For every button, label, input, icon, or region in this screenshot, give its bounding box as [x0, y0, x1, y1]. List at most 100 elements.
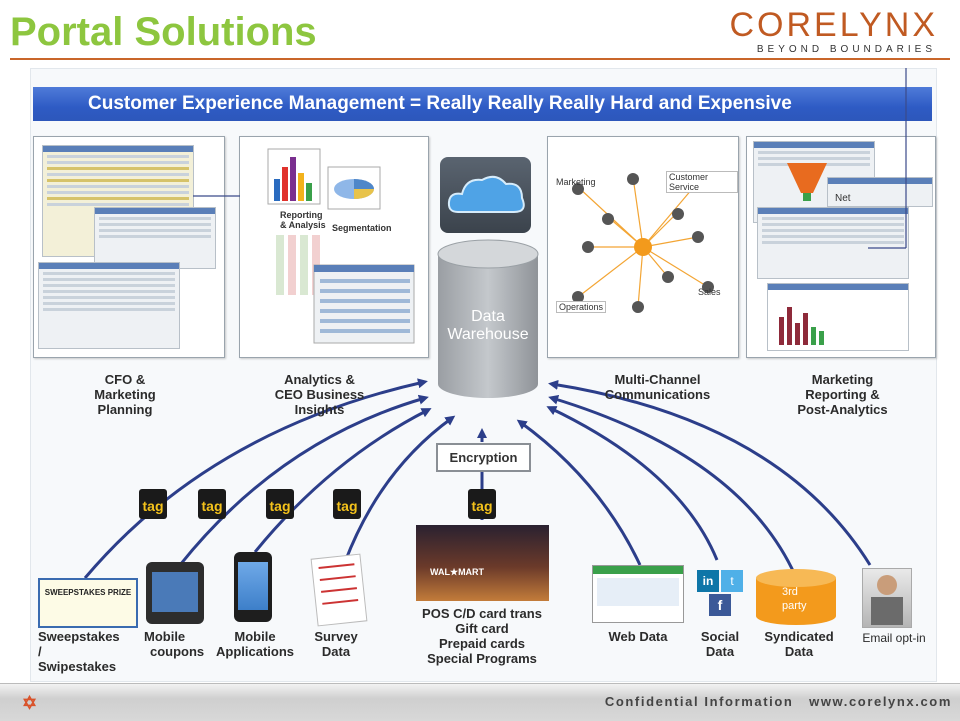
arrow-social — [546, 406, 719, 561]
label-line: Multi-Channel — [614, 372, 701, 387]
label-mobile-coupons: Mobile coupons — [144, 629, 208, 659]
tag-icon: tag — [266, 489, 294, 519]
funnel-graphic — [787, 163, 827, 201]
text-net: Net — [835, 193, 851, 204]
screenshot-grid — [757, 207, 909, 279]
store-sign: WAL★MART — [430, 567, 485, 577]
label-web-data: Web Data — [596, 629, 680, 644]
label-mobile-apps: Mobile Applications — [210, 629, 300, 659]
label-sweepstakes: Sweepstakes / Swipestakes — [38, 629, 128, 674]
mobile-phone-image — [234, 552, 272, 622]
label-line: Communications — [604, 387, 711, 402]
arrow-survey — [343, 415, 456, 563]
text-operations: Operations — [556, 301, 607, 313]
cylinder-label-1: Data — [471, 308, 505, 325]
screenshot-form — [38, 262, 180, 349]
panel-cfo-planning — [33, 136, 225, 358]
page-title: Portal Solutions — [10, 10, 317, 54]
logo-text: CORELYNX — [729, 6, 938, 44]
footer-text: Confidential Information www.corelynx.co… — [604, 694, 952, 709]
label-line: Special Programs — [427, 651, 537, 666]
label-line: / — [38, 644, 42, 659]
logo-tagline: BEYOND BOUNDARIES — [756, 44, 936, 55]
analytics-graphics — [267, 148, 415, 344]
label-line: Swipestakes — [38, 659, 117, 674]
label-cfo-planning: CFO & Marketing Planning — [80, 372, 170, 417]
label-line: Gift card — [455, 621, 509, 636]
label-survey: Survey Data — [306, 629, 366, 659]
label-line: Planning — [97, 402, 153, 417]
label-line: Data — [784, 644, 814, 659]
screenshot-table — [94, 207, 216, 269]
tag-icon: tag — [139, 489, 167, 519]
arrow-sweepstakes — [83, 378, 428, 579]
tag-icon: tag — [198, 489, 226, 519]
brand-mark-icon: ✡ — [22, 693, 38, 713]
label-line: Social — [700, 629, 740, 644]
label-pos: POS C/D card trans Gift card Prepaid car… — [412, 606, 552, 666]
label-line: Data — [321, 644, 351, 659]
text-reporting: Reporting — [280, 210, 323, 220]
social-icons: in t f — [697, 570, 745, 620]
cylinder-label-2: Warehouse — [447, 326, 529, 343]
label-line: Data — [705, 644, 735, 659]
arrow-mobile-apps — [253, 408, 432, 553]
label-line: Survey — [314, 629, 358, 644]
label-line: Prepaid cards — [439, 636, 525, 651]
label-line: Web Data — [608, 629, 668, 644]
tag-icon: tag — [468, 489, 496, 519]
label-line: Marketing — [94, 387, 156, 402]
label-line: Sweepstakes — [38, 629, 120, 644]
label-line: Email opt-in — [862, 631, 926, 645]
arrows-group — [83, 378, 872, 579]
label-line: Analytics & — [284, 372, 355, 387]
panel-analytics: Reporting & Analysis Segmentation — [239, 136, 429, 358]
text-analysis: & Analysis — [280, 220, 326, 230]
data-warehouse-cylinder — [437, 239, 539, 398]
screenshot-net-chart — [827, 177, 933, 207]
arrow-mobile-coupons — [178, 394, 429, 566]
mobile-coupon-image — [146, 562, 204, 624]
web-data-image — [592, 565, 684, 623]
arrow-email — [548, 379, 872, 566]
text-customer-service: Customer Service — [666, 171, 738, 193]
arrow-web — [516, 419, 642, 566]
label-line: Marketing — [811, 372, 874, 387]
label-email: Email opt-in — [852, 631, 936, 646]
linkedin-icon: in — [697, 570, 719, 592]
third-party-cylinder — [756, 569, 836, 625]
label-line: Insights — [294, 402, 345, 417]
text-sales: Sales — [698, 287, 721, 297]
panel-multichannel: Marketing Customer Service Operations Sa… — [547, 136, 739, 358]
text-marketing: Marketing — [556, 177, 596, 187]
arrow-syndicated — [548, 394, 797, 576]
sweepstakes-card-title: SWEEPSTAKES PRIZE — [44, 588, 132, 597]
label-line: Mobile — [234, 629, 276, 644]
label-line: Reporting & — [805, 387, 880, 402]
header-divider — [10, 58, 950, 60]
label-line: Post-Analytics — [797, 402, 888, 417]
text-segmentation: Segmentation — [332, 223, 392, 233]
panel-marketing-reporting: Net — [746, 136, 936, 358]
label-social: Social Data — [690, 629, 750, 659]
cloud-icon — [440, 157, 531, 233]
label-line: Applications — [215, 644, 294, 659]
report-bars — [779, 307, 824, 345]
tag-icon: tag — [333, 489, 361, 519]
survey-image — [310, 553, 368, 627]
network-graphic — [572, 173, 714, 313]
label-line: coupons — [150, 644, 205, 659]
banner: Customer Experience Management = Really … — [33, 87, 932, 121]
label-line: CEO Business — [274, 387, 365, 402]
email-person-image — [862, 568, 912, 628]
sweepstakes-image: SWEEPSTAKES PRIZE — [38, 578, 138, 628]
third-party-text-1: 3rd — [782, 586, 798, 598]
company-logo: CORELYNX BEYOND BOUNDARIES — [718, 6, 938, 58]
encryption-box: Encryption — [436, 443, 531, 472]
label-line: Syndicated — [764, 629, 834, 644]
label-line: Mobile — [144, 629, 186, 644]
label-line: CFO & — [104, 372, 146, 387]
label-marketing-reporting: Marketing Reporting & Post-Analytics — [790, 372, 895, 417]
label-analytics: Analytics & CEO Business Insights — [262, 372, 377, 417]
